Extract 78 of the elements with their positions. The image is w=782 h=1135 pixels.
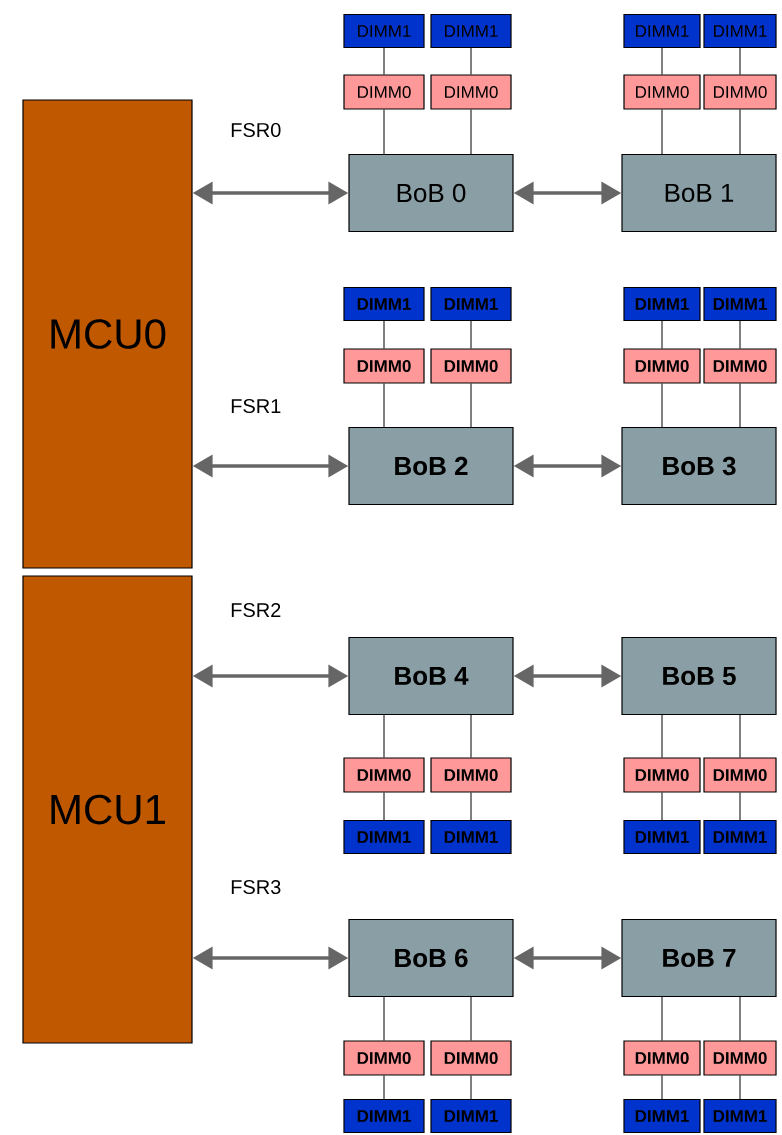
memory-module-box: DIMM0 [343,348,425,384]
memory-module-box: DIMM0 [703,1040,777,1076]
connector-line [661,1075,663,1100]
buffer-box: BoB 1 [621,153,777,233]
memory-module-box: DIMM0 [623,74,701,110]
memory-module-box: DIMM0 [430,1040,512,1076]
connector-line [470,714,472,758]
connector-line [470,1075,472,1100]
link-label: FSR3 [231,879,281,895]
memory-module-box: DIMM1 [343,13,425,49]
memory-module-box: DIMM1 [430,286,512,322]
connector-line [383,996,385,1041]
connector-line [739,47,741,75]
connector-line [739,792,741,821]
memory-module-box: DIMM0 [343,1040,425,1076]
connector-line [661,714,663,758]
connector-line [470,47,472,75]
connector-line [383,320,385,349]
connector-line [470,792,472,821]
memory-module-box: DIMM0 [430,348,512,384]
connector-line [661,383,663,428]
link-label: FSR1 [231,398,281,414]
buffer-box: BoB 4 [348,636,514,716]
connector-line [383,714,385,758]
memory-module-box: DIMM1 [703,286,777,322]
connector-line [739,109,741,155]
memory-module-box: DIMM0 [430,757,512,793]
buffer-box: BoB 5 [621,636,777,716]
connector-line [383,1075,385,1100]
memory-module-box: DIMM1 [623,819,701,855]
connector-line [383,792,385,821]
connector-line [661,996,663,1041]
connector-line [739,383,741,428]
connector-line [739,714,741,758]
connector-line [470,320,472,349]
memory-module-box: DIMM0 [343,74,425,110]
buffer-box: BoB 3 [621,426,777,506]
memory-module-box: DIMM0 [343,757,425,793]
connector-line [661,109,663,155]
memory-module-box: DIMM0 [623,757,701,793]
memory-module-box: DIMM1 [703,1098,777,1134]
connector-line [661,792,663,821]
memory-module-box: DIMM1 [623,1098,701,1134]
memory-module-box: DIMM1 [703,13,777,49]
memory-module-box: DIMM0 [623,348,701,384]
memory-module-box: DIMM1 [430,13,512,49]
connector-line [470,383,472,428]
memory-module-box: DIMM0 [430,74,512,110]
connector-line [661,320,663,349]
connector-line [383,383,385,428]
buffer-box: BoB 0 [348,153,514,233]
memory-module-box: DIMM1 [343,819,425,855]
processor-box: MCU1 [22,575,193,1044]
buffer-box: BoB 2 [348,426,514,506]
connector-line [383,109,385,155]
connector-line [739,996,741,1041]
connector-line [739,320,741,349]
memory-module-box: DIMM0 [623,1040,701,1076]
connector-line [470,996,472,1041]
buffer-box: BoB 7 [621,918,777,998]
memory-module-box: DIMM1 [703,819,777,855]
memory-module-box: DIMM1 [430,1098,512,1134]
memory-module-box: DIMM1 [430,819,512,855]
connector-line [661,47,663,75]
connector-line [739,1075,741,1100]
memory-module-box: DIMM1 [343,286,425,322]
memory-module-box: DIMM1 [623,286,701,322]
memory-module-box: DIMM0 [703,757,777,793]
connector-line [470,109,472,155]
connector-line [383,47,385,75]
memory-module-box: DIMM0 [703,348,777,384]
memory-module-box: DIMM1 [623,13,701,49]
link-label: FSR2 [231,602,281,618]
processor-box: MCU0 [22,99,193,569]
memory-module-box: DIMM0 [703,74,777,110]
buffer-box: BoB 6 [348,918,514,998]
link-label: FSR0 [231,122,281,138]
memory-module-box: DIMM1 [343,1098,425,1134]
